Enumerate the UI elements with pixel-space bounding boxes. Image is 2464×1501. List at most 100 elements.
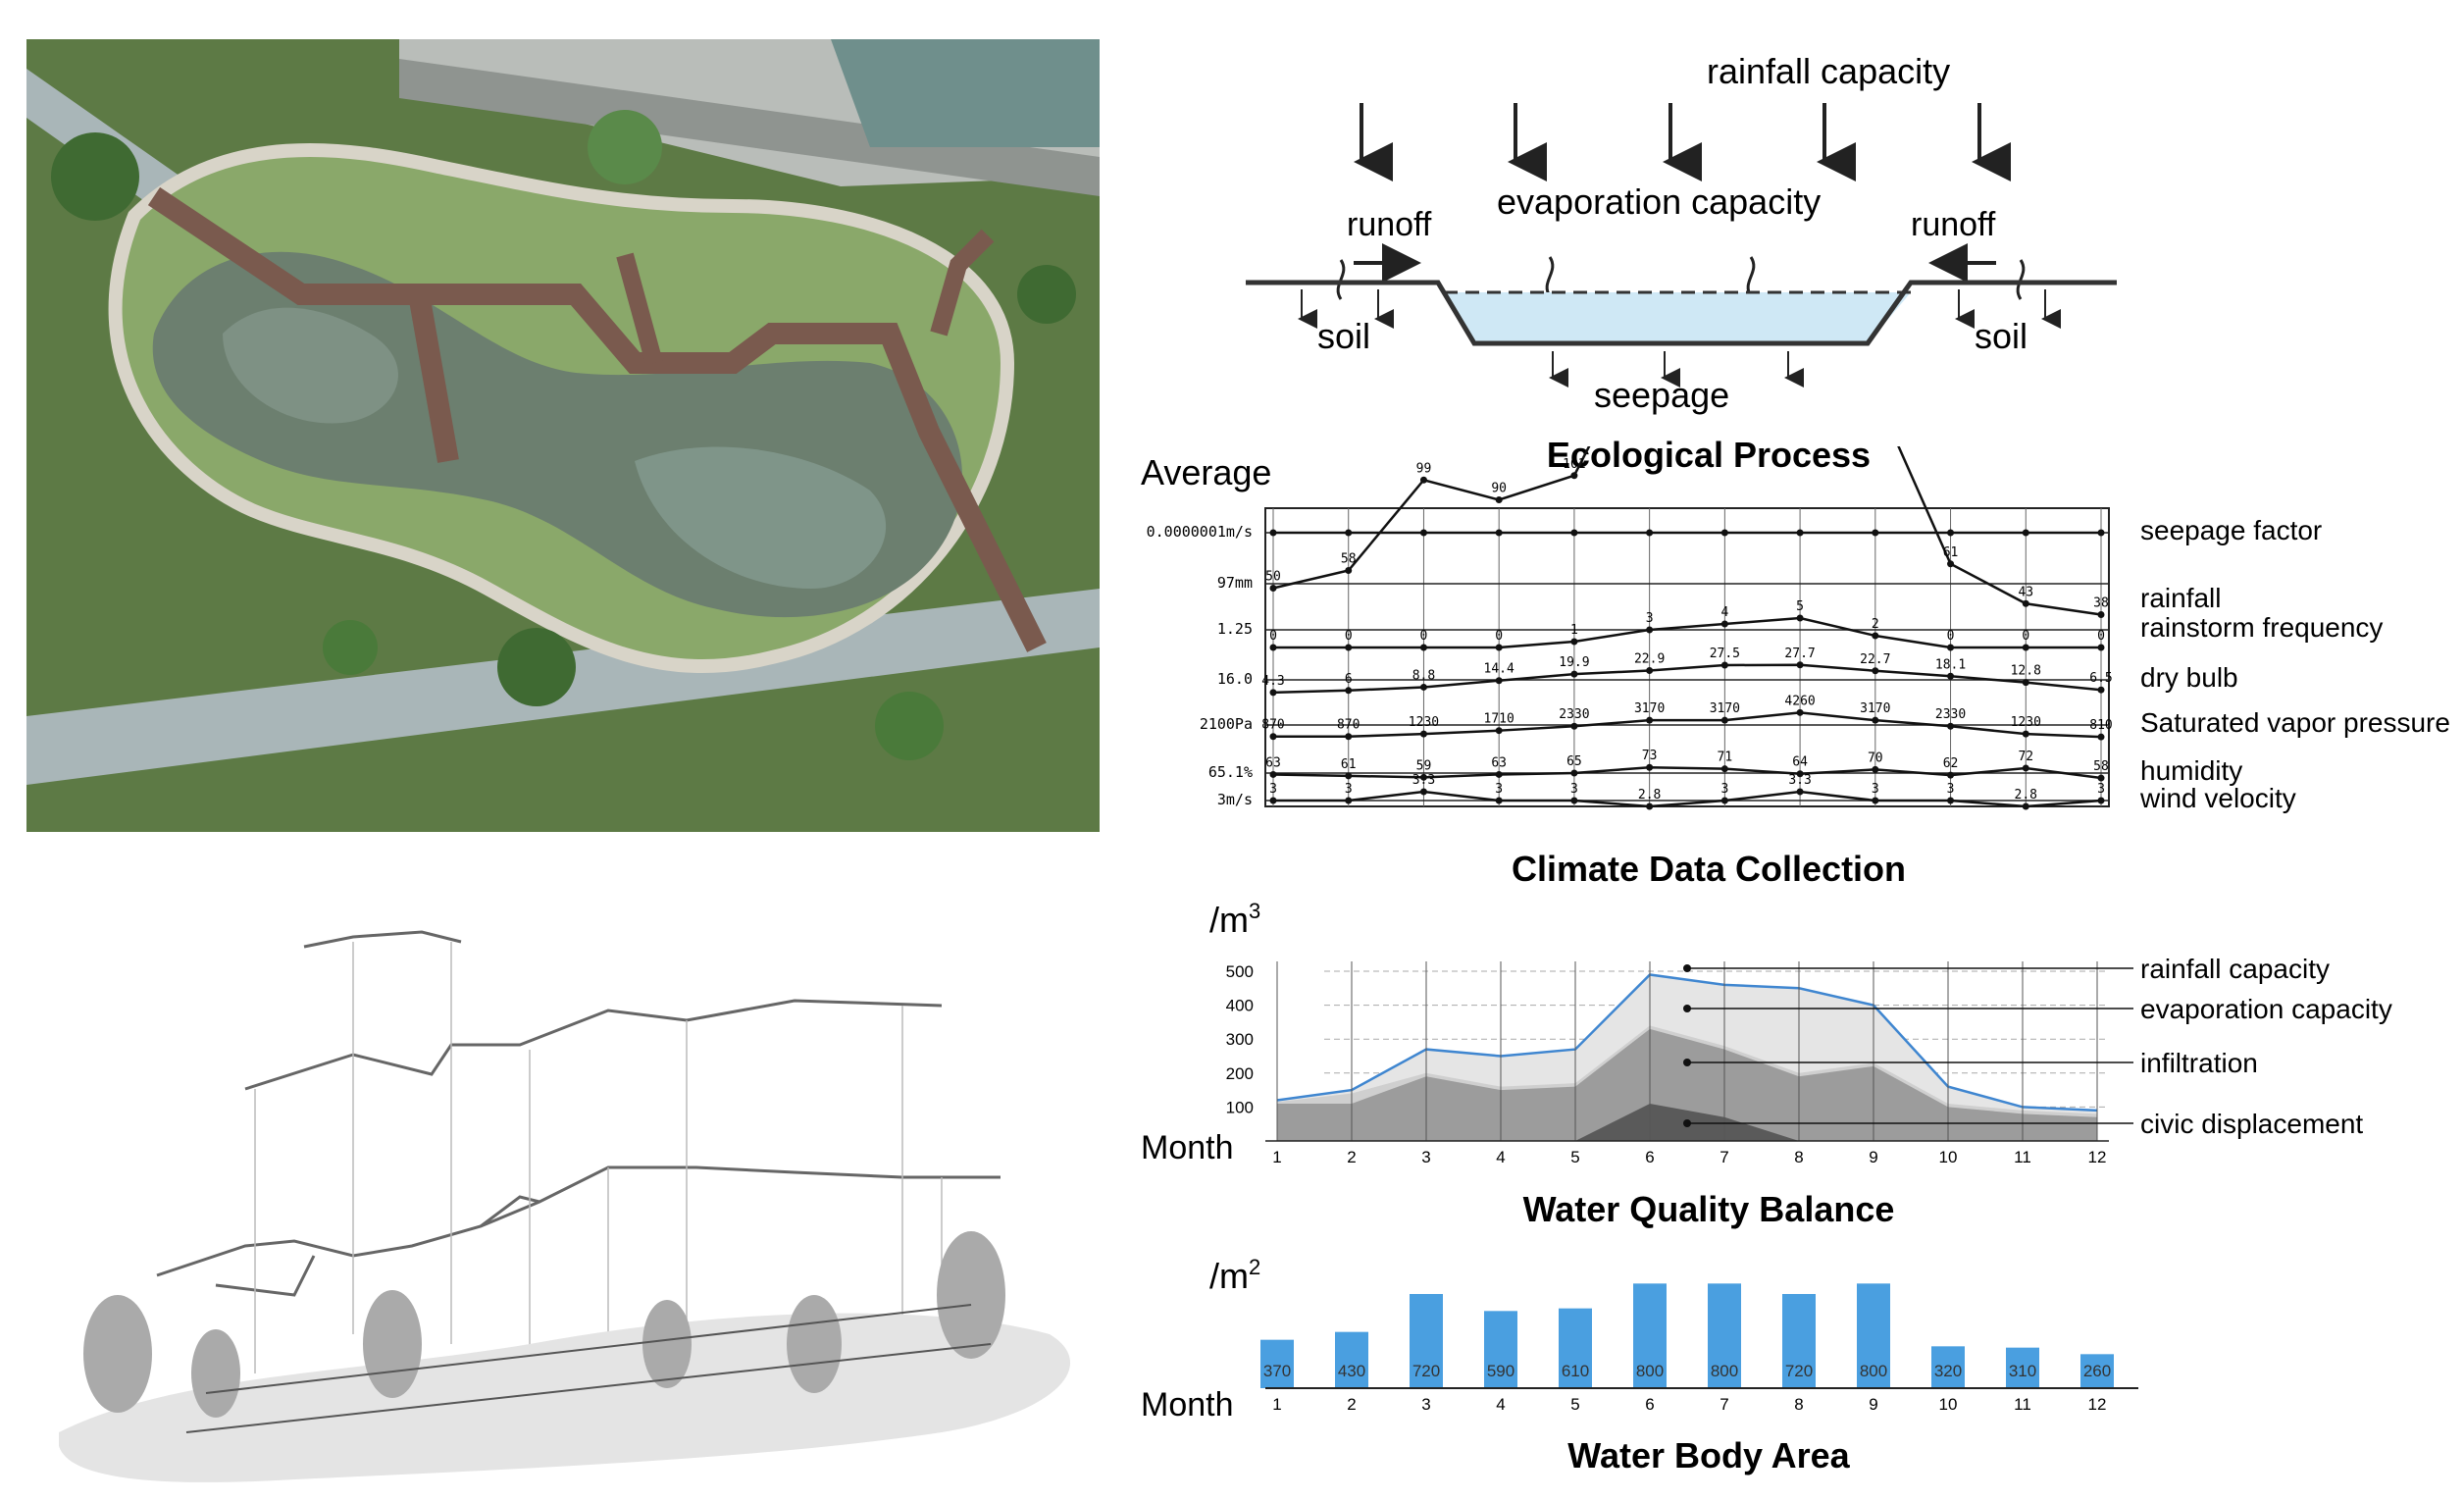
balance-x-tick: 1 xyxy=(1272,1148,1281,1166)
area-x-tick: 1 xyxy=(1272,1395,1281,1414)
area-x-tick: 7 xyxy=(1720,1395,1728,1414)
climate-series: 5058999010116815815913861433800001345200… xyxy=(1261,446,2113,810)
area-bar xyxy=(1931,1346,1965,1388)
climate-data-point xyxy=(1419,476,1427,484)
climate-data-point xyxy=(1872,667,1879,675)
climate-data-point xyxy=(1646,529,1654,537)
area-x-tick: 3 xyxy=(1421,1395,1430,1414)
area-bar-label: 720 xyxy=(1785,1362,1813,1380)
climate-data-label: 1710 xyxy=(1484,712,1514,727)
climate-data-label: 3 xyxy=(1947,782,1955,797)
climate-data-label: 73 xyxy=(1642,749,1658,763)
area-bar-label: 610 xyxy=(1562,1362,1589,1380)
climate-data-point xyxy=(1419,773,1427,781)
climate-data-chart: Average 50589990101168158159138614338000… xyxy=(1141,446,2450,889)
climate-data-point xyxy=(1495,529,1503,537)
climate-data-label: 1230 xyxy=(1409,715,1439,730)
climate-data-point xyxy=(2097,644,2105,651)
climate-data-point xyxy=(2097,797,2105,804)
balance-y-tick: 200 xyxy=(1226,1064,1254,1083)
climate-data-point xyxy=(1570,769,1578,777)
area-bar xyxy=(2080,1354,2114,1388)
climate-data-label: 2330 xyxy=(1559,707,1589,722)
climate-data-label: 8.8 xyxy=(1412,668,1435,683)
climate-data-label: 4260 xyxy=(1784,694,1815,708)
climate-data-label: 3 xyxy=(1345,782,1353,797)
area-plot: 3701430272035904610580068007720880093201… xyxy=(1260,1283,2138,1414)
climate-data-label: 58 xyxy=(2093,759,2109,774)
area-bar xyxy=(1708,1283,1741,1388)
climate-data-point xyxy=(1495,644,1503,651)
balance-x-tick: 4 xyxy=(1496,1148,1505,1166)
climate-data-point xyxy=(1646,626,1654,634)
climate-row-name: dry bulb xyxy=(2140,662,2238,693)
climate-data-point xyxy=(1720,797,1728,804)
climate-data-point xyxy=(1345,797,1353,804)
climate-data-point xyxy=(1646,716,1654,724)
climate-data-label: 0 xyxy=(1269,629,1277,644)
climate-row-name: humidity xyxy=(2140,755,2242,786)
balance-y-tick: 100 xyxy=(1226,1098,1254,1116)
climate-data-label: 3 xyxy=(1720,782,1728,797)
climate-data-point xyxy=(1646,802,1654,810)
climate-data-point xyxy=(1570,670,1578,678)
climate-data-label: 14.4 xyxy=(1484,662,1514,677)
runoff-right-label: runoff xyxy=(1911,206,1996,243)
climate-series-line xyxy=(1273,790,2102,808)
climate-data-point xyxy=(1720,661,1728,669)
climate-data-label: 810 xyxy=(2089,718,2112,733)
balance-legend-label: evaporation capacity xyxy=(2140,994,2392,1024)
balance-y-tick: 500 xyxy=(1226,962,1254,981)
climate-data-point xyxy=(1947,560,1955,568)
balance-x-tick: 11 xyxy=(2014,1148,2031,1166)
climate-data-label: 3 xyxy=(1872,782,1879,797)
balance-x-tick: 5 xyxy=(1570,1148,1579,1166)
climate-data-label: 6 xyxy=(1345,672,1353,687)
climate-data-label: 64 xyxy=(1792,755,1808,770)
area-bar-label: 590 xyxy=(1487,1362,1514,1380)
area-bar-label: 260 xyxy=(2083,1362,2111,1380)
climate-average-value: 0.0000001m/s xyxy=(1147,523,1253,541)
climate-data-label: 90 xyxy=(1491,482,1507,496)
climate-data-label: 62 xyxy=(1943,756,1959,771)
climate-data-point xyxy=(1872,716,1879,724)
area-bar xyxy=(1857,1283,1890,1388)
climate-data-point xyxy=(1345,644,1353,651)
area-bar-label: 370 xyxy=(1263,1362,1291,1380)
climate-series-line xyxy=(1273,711,2102,739)
climate-data-point xyxy=(1345,733,1353,741)
climate-data-point xyxy=(1570,472,1578,480)
climate-data-label: 18.1 xyxy=(1935,657,1966,672)
climate-data-point xyxy=(1872,632,1879,640)
climate-data-label: 63 xyxy=(1265,755,1281,770)
climate-data-label: 99 xyxy=(1416,461,1432,476)
climate-data-point xyxy=(2022,644,2029,651)
climate-data-label: 0 xyxy=(2022,629,2029,644)
climate-data-point xyxy=(1570,722,1578,730)
climate-data-point xyxy=(2022,730,2029,738)
balance-unit-label: /m3 xyxy=(1209,899,1260,940)
climate-data-label: 3 xyxy=(1495,782,1503,797)
area-bar xyxy=(1782,1294,1816,1388)
climate-data-point xyxy=(1345,687,1353,695)
climate-data-point xyxy=(1495,496,1503,503)
climate-data-point xyxy=(1269,689,1277,697)
area-x-tick: 12 xyxy=(2088,1395,2107,1414)
climate-data-point xyxy=(1720,620,1728,628)
climate-data-point xyxy=(2022,764,2029,772)
climate-data-point xyxy=(1269,585,1277,592)
climate-data-label: 19.9 xyxy=(1559,655,1589,670)
climate-data-point xyxy=(1646,763,1654,771)
climate-data-point xyxy=(1796,788,1804,796)
balance-legend-label: rainfall capacity xyxy=(2140,954,2330,984)
climate-data-point xyxy=(1269,797,1277,804)
rainfall-label: rainfall capacity xyxy=(1707,51,1950,91)
climate-average-value: 2100Pa xyxy=(1200,715,1253,733)
climate-data-label: 2 xyxy=(1872,617,1879,632)
climate-data-label: 3.3 xyxy=(1788,773,1811,788)
climate-data-point xyxy=(1269,733,1277,741)
climate-data-point xyxy=(1947,644,1955,651)
climate-data-label: 63 xyxy=(1491,755,1507,770)
climate-data-point xyxy=(1419,644,1427,651)
